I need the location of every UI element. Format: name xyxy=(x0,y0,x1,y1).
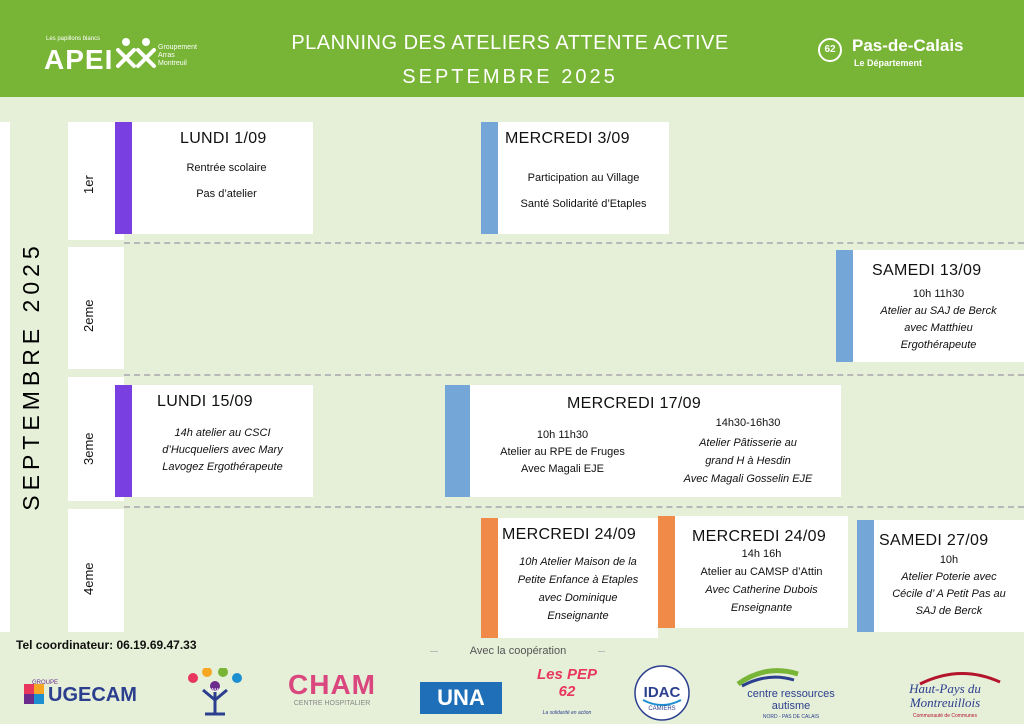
event-line: 10h 11h30 xyxy=(912,288,965,300)
week-row-4: 4eme xyxy=(68,509,124,632)
event-line: 10h 11h30 xyxy=(536,429,589,441)
event-card-lundi-15: LUNDI 15/09 14h atelier au CSCI d’Hucque… xyxy=(115,385,313,497)
event-line: grand H à Hesdin xyxy=(705,455,791,467)
event-line: Participation au Village xyxy=(527,172,640,184)
event-color-bar xyxy=(481,518,498,638)
event-line: Cécile d’ A Petit Pas au xyxy=(892,588,1006,600)
event-card-mercredi-24-morning: MERCREDI 24/09 10h Atelier Maison de la … xyxy=(481,518,658,638)
event-line: Atelier au CAMSP d’Attin xyxy=(700,566,823,578)
event-card-mercredi-17: MERCREDI 17/09 10h 11h30 Atelier au RPE … xyxy=(445,385,841,497)
una-logo: UNA xyxy=(420,682,502,714)
event-title: MERCREDI 24/09 xyxy=(692,528,827,545)
event-line: Atelier au SAJ de Berck xyxy=(880,305,997,317)
haut-pays-montreuillois-logo: Haut-Pays du Montreuillois Communauté de… xyxy=(880,668,1010,722)
event-line: avec Dominique xyxy=(538,592,618,604)
event-color-bar xyxy=(658,516,675,628)
apei-logo-subtitle: Groupement Arras Montreuil xyxy=(158,44,197,67)
event-color-bar xyxy=(115,385,132,497)
event-title: MERCREDI 17/09 xyxy=(567,395,702,412)
event-color-bar xyxy=(115,122,132,234)
week-label-1: 1er xyxy=(81,175,96,194)
event-line: Enseignante xyxy=(547,610,609,622)
event-line: 10h xyxy=(939,554,959,566)
event-line: Atelier Poterie avec xyxy=(901,571,997,583)
week-label-2: 2eme xyxy=(81,299,96,332)
event-line: Enseignante xyxy=(730,602,793,614)
week-row-1: 1er xyxy=(68,122,124,240)
month-vertical-label: SEPTEMBRE 2025 xyxy=(18,241,44,511)
cra-swoosh-icon xyxy=(736,668,799,688)
week-label-3: 3eme xyxy=(81,432,96,465)
apei-logo-tagline: Les papillons blancs xyxy=(46,36,101,42)
event-line: 10h Atelier Maison de la xyxy=(519,556,637,568)
event-card-samedi-27: SAMEDI 27/09 10h Atelier Poterie avec Cé… xyxy=(857,520,1024,632)
event-color-bar xyxy=(836,250,853,362)
dept-subtitle: Le Département xyxy=(854,58,923,68)
event-color-bar xyxy=(445,385,470,497)
event-line: Avec Catherine Dubois xyxy=(705,584,818,596)
pama-logo: PAMA xyxy=(183,667,247,720)
ugecam-mark-icon xyxy=(24,684,44,704)
event-line: Pas d’atelier xyxy=(196,188,257,200)
event-line: 14h30-16h30 xyxy=(715,417,781,429)
event-line: Santé Solidarité d’Etaples xyxy=(520,198,647,210)
page-title: PLANNING DES ATELIERS ATTENTE ACTIVE xyxy=(291,32,729,54)
coordinator-phone: Tel coordinateur: 06.19.69.47.33 xyxy=(16,638,197,652)
week-row-3: 3eme xyxy=(68,377,124,501)
event-line: Avec Magali Gosselin EJE xyxy=(683,473,813,485)
event-line: Petite Enfance à Etaples xyxy=(517,574,639,586)
event-title: MERCREDI 24/09 xyxy=(502,526,637,543)
event-line: Avec Magali EJE xyxy=(521,463,604,475)
event-line: Atelier Pâtisserie au xyxy=(699,437,797,449)
cra-autism-logo: centre ressources autisme NORD - PAS DE … xyxy=(736,668,846,722)
dept-name: Pas-de-Calais xyxy=(852,36,964,55)
week-row-2: 2eme xyxy=(68,247,124,369)
event-title: LUNDI 15/09 xyxy=(157,393,253,410)
left-frame xyxy=(0,122,10,632)
event-color-bar xyxy=(481,122,498,234)
event-line: SAJ de Berck xyxy=(915,605,983,617)
event-title: LUNDI 1/09 xyxy=(180,130,267,147)
pama-tree-icon xyxy=(188,667,242,716)
event-card-samedi-13: SAMEDI 13/09 10h 11h30 Atelier au SAJ de… xyxy=(836,250,1024,362)
apei-logo-text: APEI xyxy=(44,44,114,75)
event-line: d’Hucqueliers avec Mary xyxy=(162,444,283,456)
event-line: 14h atelier au CSCI xyxy=(174,427,271,439)
event-title: MERCREDI 3/09 xyxy=(505,130,630,147)
event-line: Lavogez Ergothérapeute xyxy=(162,461,283,473)
page-subtitle: SEPTEMBRE 2025 xyxy=(402,66,618,88)
event-title: SAMEDI 13/09 xyxy=(872,262,982,279)
event-color-bar xyxy=(857,520,874,632)
week-separator xyxy=(124,374,1024,376)
event-line: Rentrée scolaire xyxy=(186,162,267,174)
hills-icon xyxy=(919,672,1001,686)
cham-logo: CHAM CENTRE HOSPITALIER xyxy=(288,669,376,708)
event-line: Ergothérapeute xyxy=(900,339,977,351)
cooperation-label: Avec la coopération xyxy=(438,641,598,661)
event-line: 14h 16h xyxy=(741,548,782,560)
week-label-4: 4eme xyxy=(81,562,96,595)
pep62-logo: Les PEP 62 La solidarité en action xyxy=(536,666,598,716)
event-line: avec Matthieu xyxy=(904,322,973,334)
idac-logo: IDAC CAMIERS xyxy=(623,664,701,722)
event-title: SAMEDI 27/09 xyxy=(879,532,989,549)
dept-number-badge: 62 xyxy=(818,38,842,62)
header-banner: Les papillons blancs APEI Groupement Arr… xyxy=(0,0,1024,97)
event-card-mercredi-24-afternoon: MERCREDI 24/09 14h 16h Atelier au CAMSP … xyxy=(658,516,848,628)
event-line: Atelier au RPE de Fruges xyxy=(500,446,625,458)
people-icon xyxy=(116,38,156,68)
idac-circle-icon xyxy=(634,665,690,721)
week-separator xyxy=(124,242,1024,244)
event-card-lundi-1: LUNDI 1/09 Rentrée scolaire Pas d’atelie… xyxy=(115,122,313,234)
event-card-mercredi-3: MERCREDI 3/09 Participation au Village S… xyxy=(481,122,669,234)
week-separator xyxy=(124,506,1024,508)
